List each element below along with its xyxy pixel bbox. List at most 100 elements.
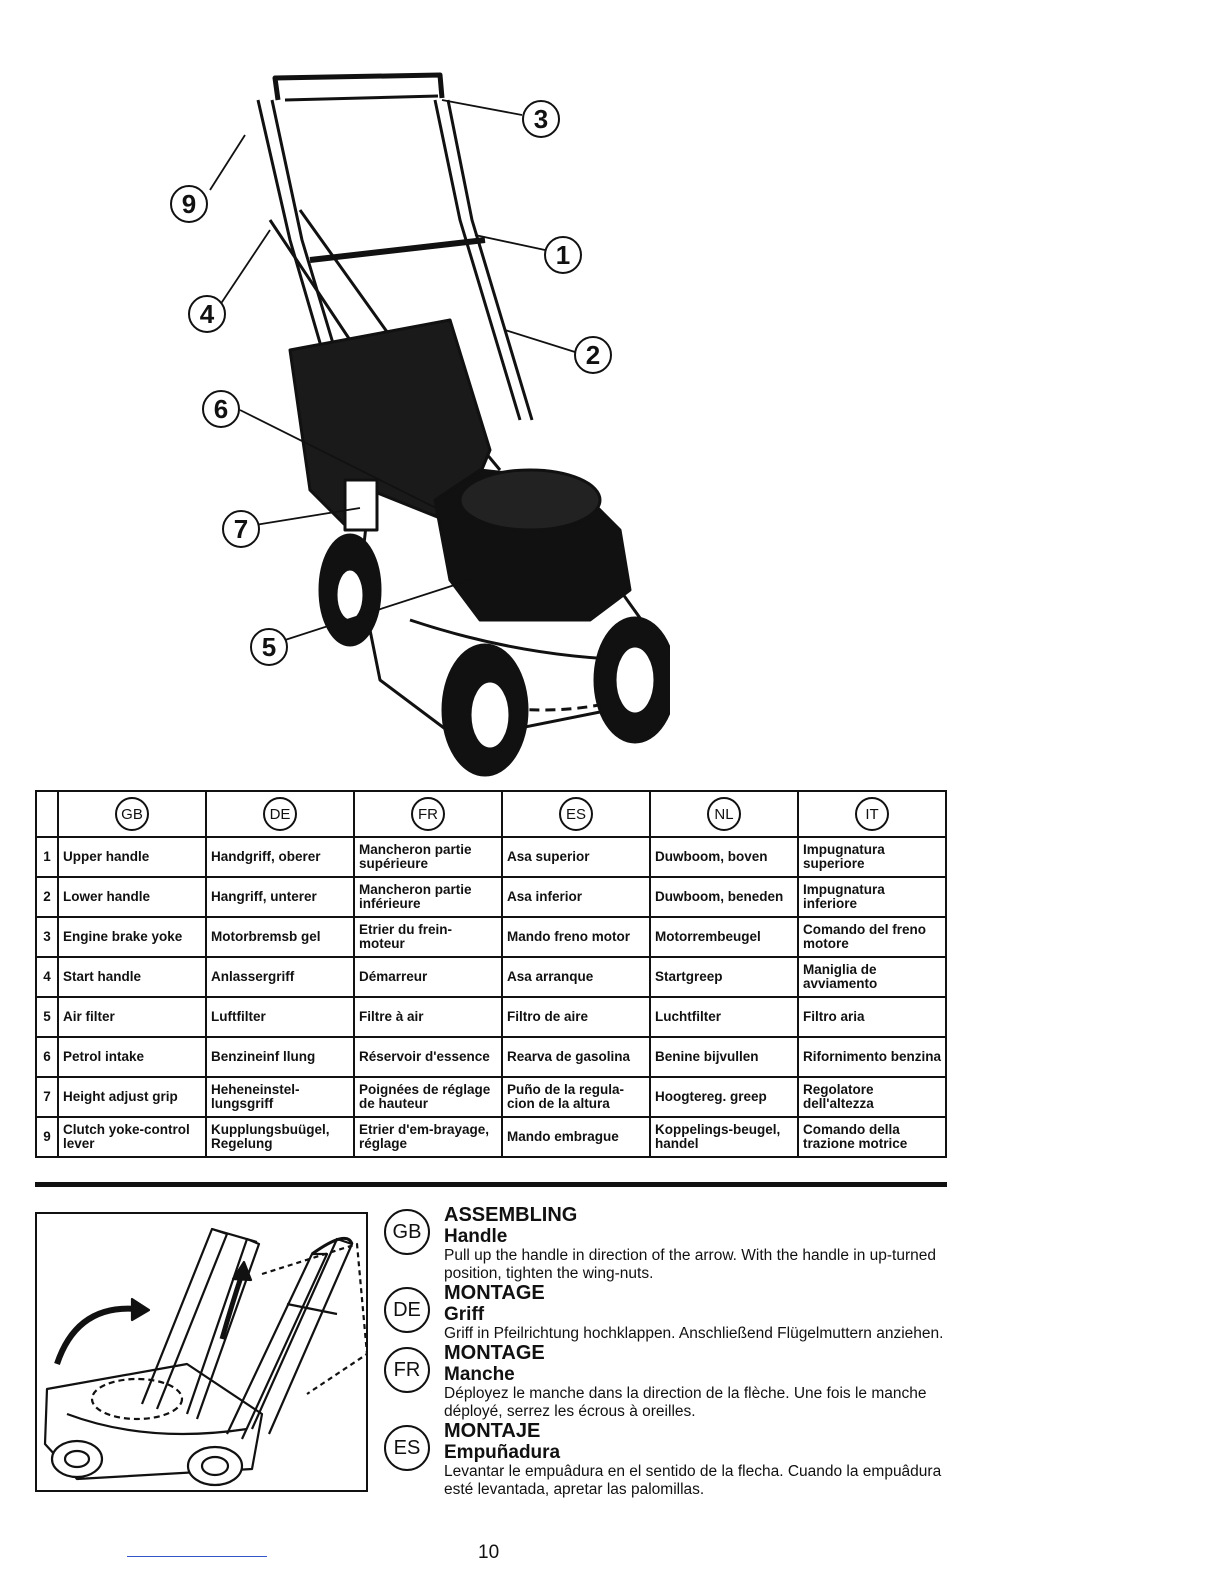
- instruction-heading: MONTAJE: [444, 1420, 541, 1442]
- part-name-nl: Benine bijvullen: [649, 1036, 799, 1078]
- part-name-de: Handgriff, oberer: [205, 836, 355, 878]
- page-number: 10: [478, 1542, 500, 1563]
- part-name-it: Impugnatura inferiore: [797, 876, 947, 918]
- lang-badge-de-large: DE: [384, 1287, 430, 1333]
- lang-badge-it: IT: [855, 797, 889, 831]
- part-name-nl: Luchtfilter: [649, 996, 799, 1038]
- part-name-it: Filtro aria: [797, 996, 947, 1038]
- row-number: 3: [35, 916, 59, 958]
- header-lang-es: ES: [501, 790, 651, 838]
- part-name-gb: Engine brake yoke: [57, 916, 207, 958]
- part-name-fr: Filtre à air: [353, 996, 503, 1038]
- instruction-heading: MONTAGE: [444, 1342, 545, 1364]
- part-name-nl: Startgreep: [649, 956, 799, 998]
- lang-badge-fr: FR: [411, 797, 445, 831]
- callout-4: 4: [188, 295, 226, 333]
- part-name-de: Kupplungsbuügel, Regelung: [205, 1116, 355, 1158]
- lawn-mower-illustration: [209, 72, 677, 777]
- part-name-fr: Poignées de réglage de hauteur: [353, 1076, 503, 1118]
- header-lang-it: IT: [797, 790, 947, 838]
- header-lang-fr: FR: [353, 790, 503, 838]
- part-name-es: Mando embrague: [501, 1116, 651, 1158]
- part-name-gb: Air filter: [57, 996, 207, 1038]
- part-name-es: Asa arranque: [501, 956, 651, 998]
- part-name-gb: Petrol intake: [57, 1036, 207, 1078]
- part-name-fr: Mancheron partie supérieure: [353, 836, 503, 878]
- instruction-subheading: Handle: [444, 1226, 508, 1247]
- assembly-drawing: [43, 1227, 366, 1487]
- lang-badge-es-large: ES: [384, 1425, 430, 1471]
- row-number: 5: [35, 996, 59, 1038]
- instruction-subheading: Empuñadura: [444, 1442, 561, 1463]
- part-name-it: Comando della trazione motrice: [797, 1116, 947, 1158]
- section-divider: [35, 1182, 947, 1187]
- instruction-block-gb: GB ASSEMBLING Handle Pull up the handle …: [382, 1205, 950, 1283]
- instruction-block-de: DE MONTAGE Griff Griff in Pfeilrichtung …: [382, 1283, 950, 1343]
- part-name-de: Heheneinstel-lungsgriff: [205, 1076, 355, 1118]
- table-header: GB DE FR ES NL IT: [35, 790, 947, 838]
- row-number: 7: [35, 1076, 59, 1118]
- part-name-gb: Lower handle: [57, 876, 207, 918]
- header-lang-gb: GB: [57, 790, 207, 838]
- footer-rule: [127, 1556, 267, 1557]
- row-number: 9: [35, 1116, 59, 1158]
- row-number: 1: [35, 836, 59, 878]
- instruction-text: Pull up the handle in direction of the a…: [444, 1247, 937, 1282]
- instruction-block-es: ES MONTAJE Empuñadura Levantar le empuâd…: [382, 1421, 950, 1499]
- part-name-it: Rifornimento benzina: [797, 1036, 947, 1078]
- part-name-es: Puño de la regula-cion de la altura: [501, 1076, 651, 1118]
- lang-badge-gb: GB: [115, 797, 149, 831]
- part-name-gb: Height adjust grip: [57, 1076, 207, 1118]
- instruction-block-fr: FR MONTAGE Manche Déployez le manche dan…: [382, 1343, 950, 1421]
- part-name-nl: Motorrembeugel: [649, 916, 799, 958]
- part-name-gb: Start handle: [57, 956, 207, 998]
- row-number: 2: [35, 876, 59, 918]
- lawn-mower-parts-diagram: 3 9 1 4 2 6 7 5: [150, 60, 677, 780]
- part-name-fr: Mancheron partie inférieure: [353, 876, 503, 918]
- part-name-nl: Hoogtereg. greep: [649, 1076, 799, 1118]
- instruction-heading: ASSEMBLING: [444, 1204, 578, 1226]
- part-name-de: Hangriff, unterer: [205, 876, 355, 918]
- header-number-cell: [35, 790, 59, 838]
- header-lang-nl: NL: [649, 790, 799, 838]
- callout-6: 6: [202, 390, 240, 428]
- part-name-es: Filtro de aire: [501, 996, 651, 1038]
- callout-7: 7: [222, 510, 260, 548]
- instruction-subheading: Griff: [444, 1304, 485, 1325]
- instruction-text: Griff in Pfeilrichtung hochklappen. Ansc…: [444, 1325, 944, 1342]
- part-name-nl: Duwboom, beneden: [649, 876, 799, 918]
- lang-badge-nl: NL: [707, 797, 741, 831]
- part-name-fr: Etrier d'em-brayage, réglage: [353, 1116, 503, 1158]
- part-name-de: Motorbremsb gel: [205, 916, 355, 958]
- part-name-es: Rearva de gasolina: [501, 1036, 651, 1078]
- lang-badge-gb-large: GB: [384, 1209, 430, 1255]
- part-name-de: Benzineinf llung: [205, 1036, 355, 1078]
- part-name-it: Impugnatura superiore: [797, 836, 947, 878]
- row-number: 6: [35, 1036, 59, 1078]
- part-name-fr: Etrier du frein-moteur: [353, 916, 503, 958]
- header-lang-de: DE: [205, 790, 355, 838]
- handle-assembly-illustration: [35, 1212, 368, 1492]
- instruction-text: Levantar le empuâdura en el sentido de l…: [444, 1463, 942, 1498]
- instruction-heading: MONTAGE: [444, 1282, 545, 1304]
- part-name-de: Luftfilter: [205, 996, 355, 1038]
- instruction-subheading: Manche: [444, 1364, 515, 1385]
- part-name-it: Regolatore dell'altezza: [797, 1076, 947, 1118]
- part-name-it: Comando del freno motore: [797, 916, 947, 958]
- part-name-es: Asa inferior: [501, 876, 651, 918]
- callout-2: 2: [574, 336, 612, 374]
- part-name-nl: Koppelings-beugel, handel: [649, 1116, 799, 1158]
- part-name-it: Maniglia de avviamento: [797, 956, 947, 998]
- instruction-text: Déployez le manche dans la direction de …: [444, 1385, 927, 1420]
- part-name-de: Anlassergriff: [205, 956, 355, 998]
- part-name-fr: Démarreur: [353, 956, 503, 998]
- lang-badge-de: DE: [263, 797, 297, 831]
